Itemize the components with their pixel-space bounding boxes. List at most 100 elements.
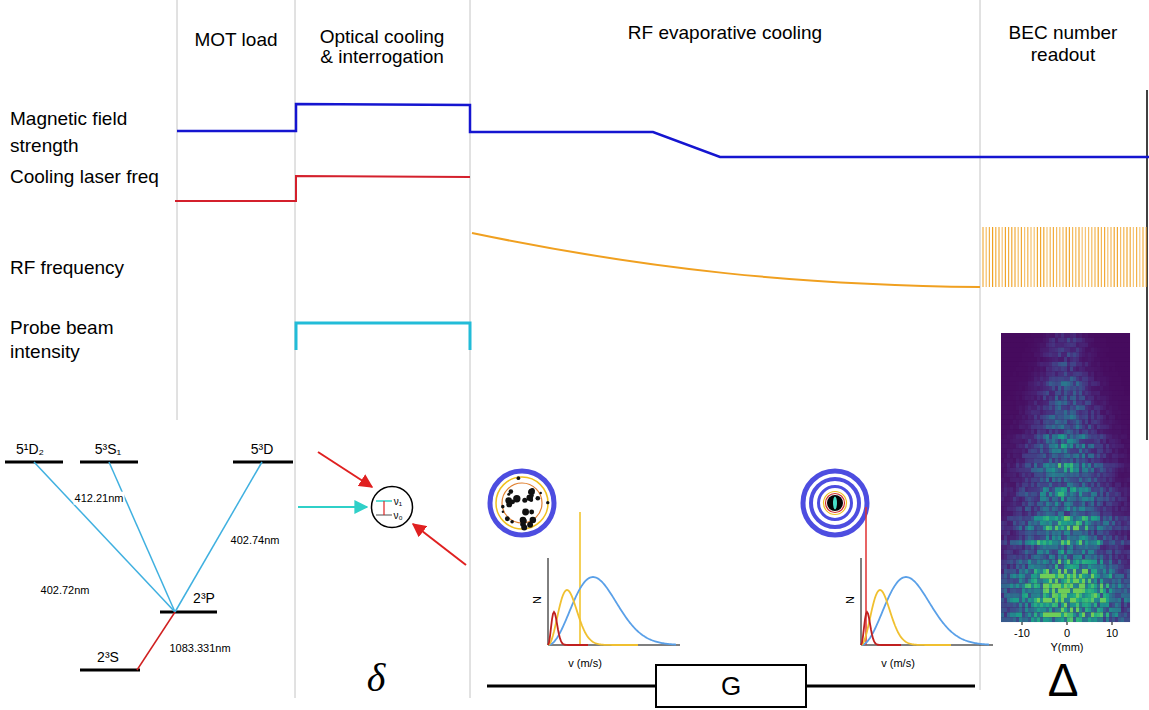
image-pixel xyxy=(1103,333,1106,338)
image-pixel xyxy=(1121,521,1124,526)
image-pixel xyxy=(1037,482,1040,487)
image-pixel xyxy=(1067,439,1070,444)
image-pixel xyxy=(1004,530,1007,535)
image-pixel xyxy=(1013,396,1016,401)
image-pixel xyxy=(1061,439,1064,444)
image-pixel xyxy=(1028,352,1031,357)
rf-pulse xyxy=(992,227,993,287)
image-pixel xyxy=(1028,400,1031,405)
image-pixel xyxy=(1112,530,1115,535)
image-pixel xyxy=(1031,367,1034,372)
image-pixel xyxy=(1073,492,1076,497)
image-pixel xyxy=(1058,516,1061,521)
image-pixel xyxy=(1127,449,1130,454)
image-pixel xyxy=(1070,453,1073,458)
image-pixel xyxy=(1097,444,1100,449)
image-pixel xyxy=(1064,420,1067,425)
image-pixel xyxy=(1121,352,1124,357)
image-pixel xyxy=(1061,516,1064,521)
image-pixel xyxy=(1100,444,1103,449)
image-pixel xyxy=(1019,468,1022,473)
image-pixel xyxy=(1001,497,1004,502)
image-pixel xyxy=(1076,410,1079,415)
image-pixel xyxy=(1046,449,1049,454)
image-pixel xyxy=(1070,415,1073,420)
image-pixel xyxy=(1049,453,1052,458)
image-pixel xyxy=(1091,400,1094,405)
image-pixel xyxy=(1121,333,1124,338)
image-pixel xyxy=(1010,386,1013,391)
image-pixel xyxy=(1013,511,1016,516)
image-pixel xyxy=(1052,352,1055,357)
image-pixel xyxy=(1037,502,1040,507)
image-pixel xyxy=(1073,521,1076,526)
image-pixel xyxy=(1019,343,1022,348)
image-pixel xyxy=(1118,535,1121,540)
image-pixel xyxy=(1043,376,1046,381)
image-pixel xyxy=(1010,425,1013,430)
image-pixel xyxy=(1085,357,1088,362)
image-pixel xyxy=(1073,526,1076,531)
image-pixel xyxy=(1115,429,1118,434)
image-pixel xyxy=(1073,535,1076,540)
image-pixel xyxy=(1013,410,1016,415)
image-pixel xyxy=(1040,449,1043,454)
image-pixel xyxy=(1073,400,1076,405)
rf-pulse xyxy=(1072,227,1073,287)
trap-ring xyxy=(490,471,554,535)
image-pixel xyxy=(1058,352,1061,357)
trap-ring xyxy=(819,487,852,520)
image-pixel xyxy=(1001,458,1004,463)
image-pixel xyxy=(1106,410,1109,415)
image-pixel xyxy=(1106,497,1109,502)
image-pixel xyxy=(1019,458,1022,463)
image-pixel xyxy=(1016,391,1019,396)
image-pixel xyxy=(1040,381,1043,386)
image-pixel xyxy=(1109,516,1112,521)
rf-pulse xyxy=(1133,227,1134,287)
image-pixel xyxy=(1040,410,1043,415)
image-pixel xyxy=(1088,434,1091,439)
image-pixel xyxy=(1046,396,1049,401)
image-pixel xyxy=(1124,482,1127,487)
rf-pulse xyxy=(1117,227,1118,287)
image-pixel xyxy=(1124,516,1127,521)
image-pixel xyxy=(1025,343,1028,348)
image-pixel xyxy=(1118,362,1121,367)
image-pixel xyxy=(1007,372,1010,377)
image-pixel xyxy=(1103,506,1106,511)
image-pixel xyxy=(1115,357,1118,362)
image-pixel xyxy=(1049,511,1052,516)
image-pixel xyxy=(1097,420,1100,425)
image-pixel xyxy=(1076,463,1079,468)
image-pixel xyxy=(1001,376,1004,381)
image-pixel xyxy=(1076,405,1079,410)
image-pixel xyxy=(1079,396,1082,401)
image-pixel xyxy=(1001,347,1004,352)
image-pixel xyxy=(1037,516,1040,521)
image-pixel xyxy=(1109,478,1112,483)
image-pixel xyxy=(1100,487,1103,492)
rf-pulse xyxy=(1120,227,1121,287)
image-pixel xyxy=(1010,497,1013,502)
image-pixel xyxy=(1001,506,1004,511)
image-pixel xyxy=(1088,357,1091,362)
image-pixel xyxy=(1016,396,1019,401)
image-pixel xyxy=(1046,400,1049,405)
image-pixel xyxy=(1070,487,1073,492)
image-pixel xyxy=(1046,530,1049,535)
image-pixel xyxy=(1025,526,1028,531)
image-pixel xyxy=(1100,458,1103,463)
image-pixel xyxy=(1124,453,1127,458)
image-pixel xyxy=(1085,468,1088,473)
image-pixel xyxy=(1019,463,1022,468)
image-pixel xyxy=(1049,420,1052,425)
image-pixel xyxy=(1106,347,1109,352)
image-pixel xyxy=(1127,463,1130,468)
image-pixel xyxy=(1013,458,1016,463)
image-pixel xyxy=(1079,347,1082,352)
image-pixel xyxy=(1052,376,1055,381)
image-pixel xyxy=(1004,386,1007,391)
image-pixel xyxy=(1034,535,1037,540)
image-pixel xyxy=(1118,338,1121,343)
